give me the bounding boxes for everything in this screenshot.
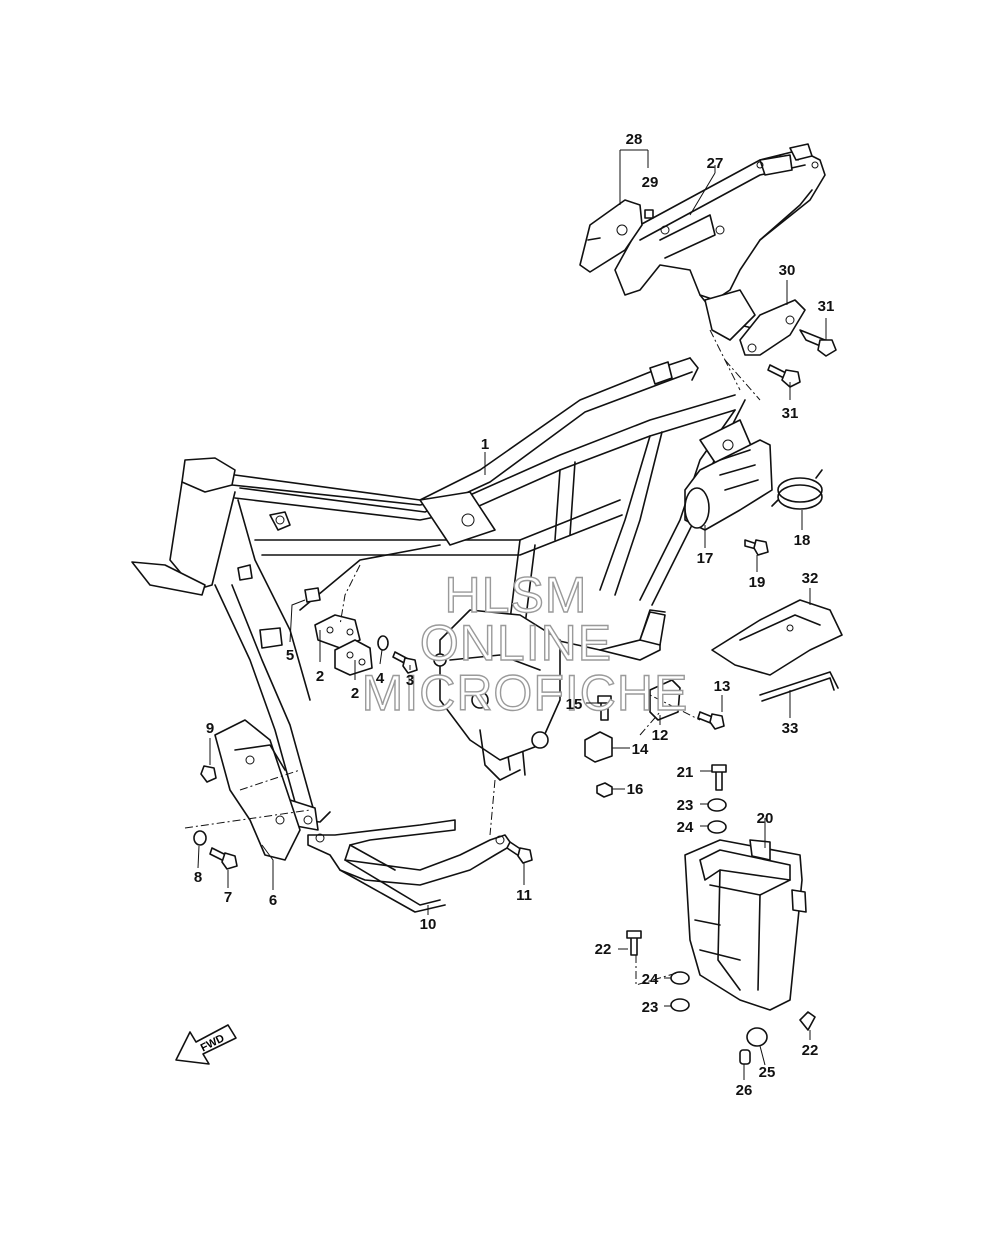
callout-13: 13 bbox=[714, 678, 731, 695]
callout-24a: 24 bbox=[677, 819, 694, 836]
callouts: 1 2 2 3 4 5 6 7 8 9 10 11 12 13 14 15 16… bbox=[194, 131, 835, 1099]
engine-mount-brackets bbox=[304, 587, 418, 676]
leader-lines bbox=[197, 149, 827, 1080]
callout-15: 15 bbox=[566, 696, 583, 713]
callout-31a: 31 bbox=[818, 298, 835, 315]
callout-6: 6 bbox=[269, 892, 277, 909]
callout-33: 33 bbox=[782, 720, 799, 737]
callout-31b: 31 bbox=[782, 405, 799, 422]
callout-22b: 22 bbox=[802, 1042, 819, 1059]
watermark: HLSM ONLINE MICROFICHE bbox=[361, 566, 689, 721]
callout-16: 16 bbox=[627, 781, 644, 798]
callout-17: 17 bbox=[697, 550, 714, 567]
callout-1: 1 bbox=[481, 436, 489, 453]
callout-23b: 23 bbox=[642, 999, 659, 1016]
callout-20: 20 bbox=[757, 810, 774, 827]
watermark-line3: MICROFICHE bbox=[362, 665, 689, 721]
tray-cover bbox=[711, 599, 843, 702]
callout-18: 18 bbox=[794, 532, 811, 549]
watermark-line1: HLSM bbox=[445, 567, 588, 623]
electrical-component bbox=[684, 439, 773, 556]
callout-25: 25 bbox=[759, 1064, 776, 1081]
rear-subframe bbox=[614, 143, 826, 341]
callout-21: 21 bbox=[677, 764, 694, 781]
callout-29: 29 bbox=[642, 174, 659, 191]
callout-4: 4 bbox=[376, 670, 385, 687]
callout-32: 32 bbox=[802, 570, 819, 587]
main-frame bbox=[131, 357, 756, 831]
fwd-arrow: FWD bbox=[175, 1024, 237, 1065]
side-bracket bbox=[739, 299, 837, 388]
callout-2b: 2 bbox=[351, 685, 359, 702]
callout-11: 11 bbox=[516, 887, 532, 904]
front-engine-bracket bbox=[193, 719, 301, 870]
rubber-mounts bbox=[584, 679, 725, 798]
callout-30: 30 bbox=[779, 262, 796, 279]
callout-27: 27 bbox=[707, 155, 724, 172]
callout-3: 3 bbox=[406, 672, 414, 689]
lower-cradle bbox=[307, 819, 533, 913]
callout-23a: 23 bbox=[677, 797, 694, 814]
callout-10: 10 bbox=[420, 916, 437, 933]
rear-bracket-plate bbox=[579, 199, 654, 273]
callout-12: 12 bbox=[652, 727, 669, 744]
battery-tray bbox=[626, 764, 816, 1065]
watermark-line2: ONLINE bbox=[420, 615, 612, 671]
callout-2a: 2 bbox=[316, 668, 324, 685]
callout-7: 7 bbox=[224, 889, 232, 906]
callout-28: 28 bbox=[626, 131, 643, 148]
callout-24b: 24 bbox=[642, 971, 659, 988]
callout-14: 14 bbox=[632, 741, 649, 758]
callout-19: 19 bbox=[749, 574, 766, 591]
phantom-lines bbox=[184, 329, 761, 986]
callout-5: 5 bbox=[286, 647, 294, 664]
callout-9: 9 bbox=[206, 720, 214, 737]
callout-8: 8 bbox=[194, 869, 202, 886]
fwd-label: FWD bbox=[199, 1032, 227, 1054]
callout-22a: 22 bbox=[595, 941, 612, 958]
callout-26: 26 bbox=[736, 1082, 753, 1099]
clamp-band bbox=[771, 469, 823, 510]
